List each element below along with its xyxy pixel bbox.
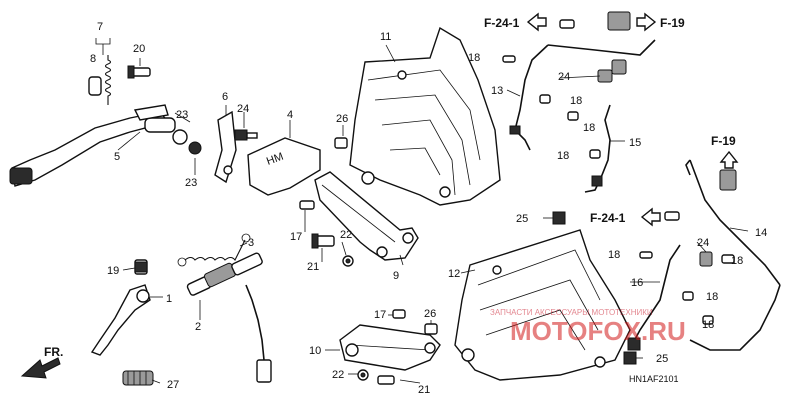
label-part-3: 3 <box>248 237 254 249</box>
label-part-21b: 21 <box>418 384 430 396</box>
label-part-1: 1 <box>166 293 172 305</box>
bolt-top-ref <box>559 11 737 221</box>
clip-part-24b <box>597 59 627 83</box>
nut-part-26a <box>334 137 348 149</box>
label-part-18e: 18 <box>608 249 620 261</box>
label-part-23b: 23 <box>185 177 197 189</box>
label-part-9: 9 <box>393 270 399 282</box>
label-part-18c: 18 <box>583 122 595 134</box>
footpeg-bracket-part-9 <box>314 171 419 261</box>
wire-harness-part-15 <box>584 104 611 193</box>
clip-part-24c <box>699 251 713 267</box>
label-part-17a: 17 <box>290 231 302 243</box>
label-part-18a: 18 <box>468 52 480 64</box>
label-part-18f: 18 <box>731 255 743 267</box>
bolt-part-20 <box>127 65 151 79</box>
bolt-part-18-set <box>502 55 735 325</box>
front-direction-arrow: FR. <box>20 345 63 379</box>
rubber-part-27 <box>122 370 154 386</box>
footpeg-bracket-part-10 <box>339 324 441 371</box>
part-labels: 7 8 20 23 5 23 6 24 4 26 11 17 22 21 9 3… <box>90 21 767 396</box>
bolt-part-25-set <box>552 211 637 365</box>
watermark-tagline: ЗАПЧАСТИ АКСЕССУАРЫ МОТОТЕХНИКИ <box>490 308 653 317</box>
ref-label-f19-right: F-19 <box>711 134 736 148</box>
label-part-10: 10 <box>309 345 321 357</box>
bolt-part-24a <box>234 129 258 141</box>
label-part-4: 4 <box>287 109 293 121</box>
label-part-24c: 24 <box>697 237 709 249</box>
label-part-24b: 24 <box>558 71 570 83</box>
spring-part-3 <box>177 233 251 267</box>
label-part-23a: 23 <box>176 109 188 121</box>
label-part-27: 27 <box>167 379 179 391</box>
label-part-6: 6 <box>222 91 228 103</box>
label-part-11: 11 <box>380 31 391 43</box>
label-part-25a: 25 <box>516 213 528 225</box>
label-part-17b: 17 <box>374 309 386 321</box>
label-part-13: 13 <box>491 85 503 97</box>
label-part-26b: 26 <box>424 308 436 320</box>
watermark: ЗАПЧАСТИ АКСЕССУАРЫ МОТОТЕХНИКИ MOTOFOX.… <box>490 308 686 346</box>
wire-harness-part-16 <box>627 244 781 351</box>
wire-harness-part-13 <box>509 39 656 151</box>
label-part-16: 16 <box>631 277 643 289</box>
label-part-19: 19 <box>107 265 119 277</box>
label-part-18d: 18 <box>557 150 569 162</box>
bracket-part-6 <box>214 110 237 184</box>
label-part-7: 7 <box>97 21 103 33</box>
washer-part-22b <box>357 369 369 381</box>
switch-part-2 <box>186 252 272 383</box>
label-part-14: 14 <box>755 227 767 239</box>
bolt-part-17b <box>392 309 406 319</box>
ref-arrow-f19-right[interactable]: F-19 <box>711 134 739 169</box>
label-part-18b: 18 <box>570 95 582 107</box>
ref-arrow-f24-1-top[interactable]: F-24-1 <box>484 12 547 32</box>
label-part-18h: 18 <box>702 319 714 331</box>
ref-label-f19-top: F-19 <box>660 16 685 30</box>
label-part-15: 15 <box>629 137 641 149</box>
brake-arm-part-1 <box>90 259 151 356</box>
spring-part-7-8 <box>88 55 112 105</box>
label-part-2: 2 <box>195 321 201 333</box>
leader-lines <box>95 38 749 384</box>
label-part-26a: 26 <box>336 113 348 125</box>
guard-upper-part-11 <box>349 26 501 206</box>
label-part-25b: 25 <box>656 353 668 365</box>
label-part-12: 12 <box>448 268 460 280</box>
watermark-logo: MOTOFOX.RU <box>510 316 686 346</box>
ref-arrow-f24-1-mid[interactable]: F-24-1 <box>590 207 661 227</box>
nut-part-26b <box>424 323 438 335</box>
label-part-18g: 18 <box>706 291 718 303</box>
label-part-22b: 22 <box>332 369 344 381</box>
label-part-24a: 24 <box>237 103 249 115</box>
guard-lower-part-12 <box>454 229 631 381</box>
bolt-part-17a <box>299 200 315 210</box>
bolt-part-21b <box>377 375 395 385</box>
plate-part-4: HM <box>247 137 321 196</box>
label-part-21a: 21 <box>307 261 319 273</box>
brake-pedal-part-5 <box>9 104 202 187</box>
ref-arrow-f19-top[interactable]: F-19 <box>636 12 685 32</box>
label-part-22a: 22 <box>340 229 352 241</box>
diagram-code: HN1AF2101 <box>629 374 679 384</box>
wire-harness-part-14 <box>685 159 781 286</box>
label-part-8: 8 <box>90 53 96 65</box>
hm-stamp: HM <box>265 151 285 168</box>
bolt-part-21a <box>311 233 335 249</box>
label-part-20: 20 <box>133 43 145 55</box>
washer-part-22a <box>342 255 354 267</box>
front-label: FR. <box>44 345 63 359</box>
ref-label-f24-1-mid: F-24-1 <box>590 211 626 225</box>
ref-label-f24-1-top: F-24-1 <box>484 16 520 30</box>
label-part-5: 5 <box>114 151 120 163</box>
bolt-part-19 <box>134 261 148 273</box>
